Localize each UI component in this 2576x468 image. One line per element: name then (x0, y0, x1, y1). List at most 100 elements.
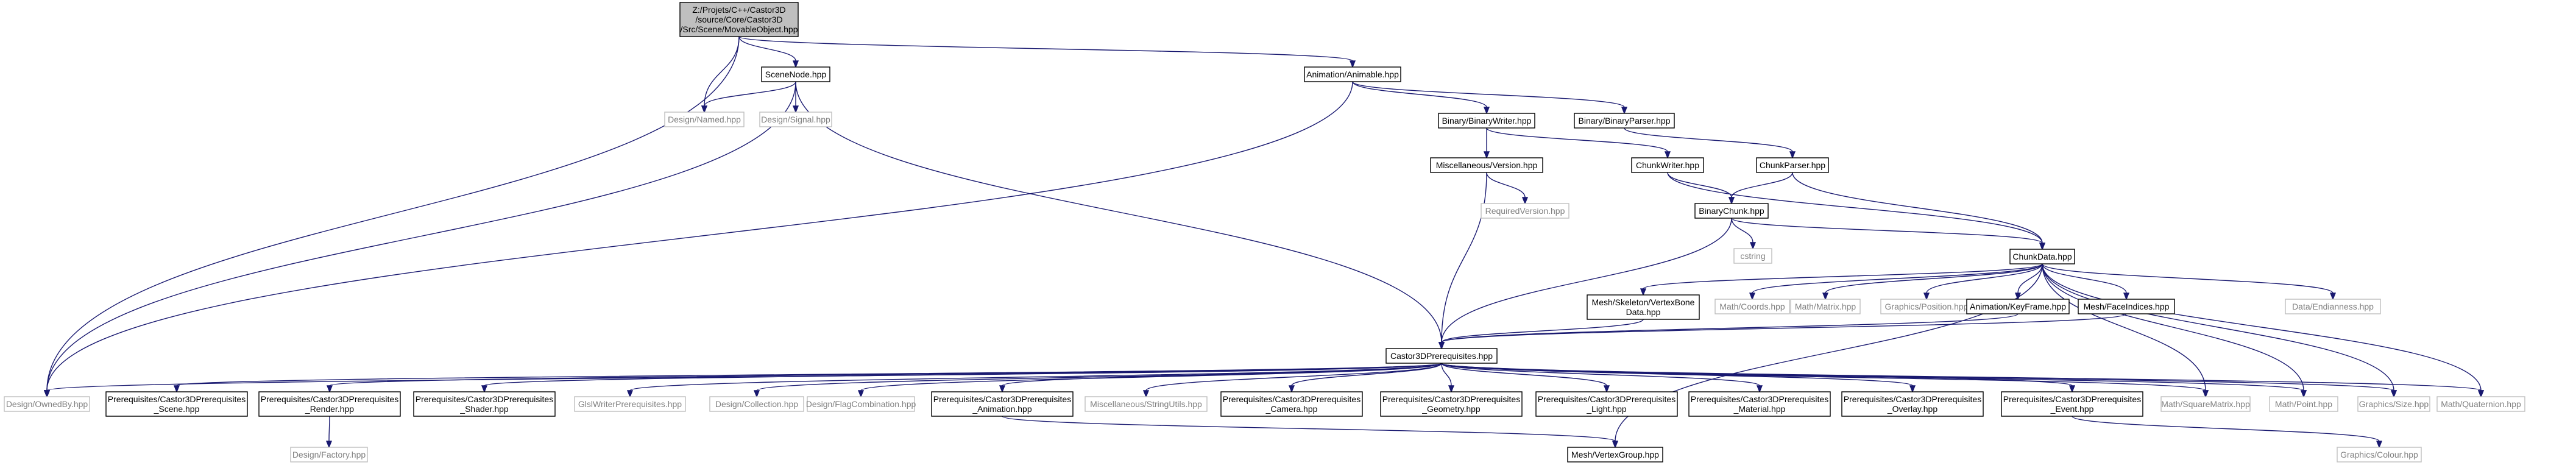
dependency-edge-c3dprereq-to-p_anim (999, 363, 1442, 393)
node-label: Prerequisites/Castor3DPrerequisites (108, 394, 246, 404)
node-label: ChunkData.hpp (2012, 252, 2072, 261)
edge-arrowhead (1640, 288, 1647, 296)
node-keyframe[interactable]: Animation/KeyFrame.hpp (1966, 299, 2070, 314)
node-label: Prerequisites/Castor3DPrerequisites (933, 394, 1071, 404)
edge-line (46, 36, 740, 391)
edge-arrowhead (792, 60, 799, 68)
node-point: Math/Point.hpp (2269, 396, 2338, 412)
node-box (664, 112, 745, 127)
node-box (4, 396, 90, 412)
node-reqversion: RequiredVersion.hpp (1481, 203, 1569, 219)
edge-arrowhead (1923, 292, 1930, 300)
node-p_light[interactable]: Prerequisites/Castor3DPrerequisites_Ligh… (1535, 391, 1678, 417)
edge-arrowhead (2202, 390, 2209, 398)
edge-line (1731, 218, 1753, 243)
edge-arrowhead (1789, 151, 1796, 159)
node-label: _Overlay.hpp (1887, 404, 1937, 414)
dependency-edge-c3dprereq-to-glsl (626, 363, 1442, 398)
edge-line (1441, 363, 1607, 386)
node-p_render[interactable]: Prerequisites/Castor3DPrerequisites_Rend… (258, 391, 401, 417)
node-chunkparser[interactable]: ChunkParser.hpp (1756, 157, 1829, 173)
node-label: Z:/Projets/C++/Castor3D (692, 5, 785, 15)
node-collection: Design/Collection.hpp (709, 396, 804, 412)
node-binchunk[interactable]: BinaryChunk.hpp (1694, 203, 1769, 219)
edge-arrowhead (325, 441, 333, 448)
edges-layer (43, 36, 2485, 448)
node-version[interactable]: Miscellaneous/Version.hpp (1430, 157, 1543, 173)
edge-arrowhead (1612, 441, 1619, 448)
node-p_anim[interactable]: Prerequisites/Castor3DPrerequisites_Anim… (931, 391, 1074, 417)
dependency-edge-chunkdata-to-position (1923, 263, 2043, 300)
node-label: Mesh/VertexGroup.hpp (1571, 450, 1659, 459)
node-label: Graphics/Size.hpp (2359, 399, 2429, 409)
node-p_scene[interactable]: Prerequisites/Castor3DPrerequisites_Scen… (105, 391, 248, 417)
node-vertexgroup[interactable]: Mesh/VertexGroup.hpp (1567, 447, 1663, 463)
node-faceindices[interactable]: Mesh/FaceIndices.hpp (2078, 299, 2175, 314)
edge-arrowhead (1521, 197, 1529, 205)
node-p_event[interactable]: Prerequisites/Castor3DPrerequisites_Even… (2001, 391, 2143, 417)
node-label: Prerequisites/Castor3DPrerequisites (416, 394, 553, 404)
node-p_material[interactable]: Prerequisites/Castor3DPrerequisites_Mate… (1688, 391, 1831, 417)
node-box (2269, 396, 2338, 412)
node-scenenode[interactable]: SceneNode.hpp (761, 66, 830, 82)
node-p_overlay[interactable]: Prerequisites/Castor3DPrerequisites_Over… (1841, 391, 1984, 417)
edge-arrowhead (1756, 385, 1763, 393)
node-label: GlslWriterPrerequisites.hpp (578, 399, 682, 409)
node-p_shader[interactable]: Prerequisites/Castor3DPrerequisites_Shad… (413, 391, 556, 417)
node-label: Math/Matrix.hpp (1795, 302, 1856, 311)
edge-arrowhead (1483, 151, 1490, 159)
node-box (413, 391, 556, 417)
node-label: /source/Core/Castor3D (695, 15, 782, 24)
node-cstring: cstring (1733, 248, 1772, 264)
dependency-edge-chunkparser-to-binchunk (1728, 172, 1793, 205)
node-binwriter[interactable]: Binary/BinaryWriter.hpp (1438, 113, 1535, 129)
node-box (1966, 299, 2070, 314)
node-p_geometry[interactable]: Prerequisites/Castor3DPrerequisites_Geom… (1380, 391, 1523, 417)
edge-arrowhead (1448, 385, 1455, 393)
nodes-layer: Z:/Projets/C++/Castor3D/source/Core/Cast… (4, 2, 2525, 463)
edge-line (2042, 263, 2206, 391)
node-strutils: Miscellaneous/StringUtils.hpp (1085, 396, 1208, 412)
edge-arrowhead (43, 390, 51, 398)
node-root[interactable]: Z:/Projets/C++/Castor3D/source/Core/Cast… (679, 2, 799, 37)
edge-line (1002, 363, 1442, 386)
node-label: Prerequisites/Castor3DPrerequisites (1223, 394, 1361, 404)
node-box (1756, 157, 1829, 173)
edge-line (328, 416, 330, 442)
node-animable[interactable]: Animation/Animable.hpp (1304, 66, 1401, 82)
node-chunkwriter[interactable]: ChunkWriter.hpp (1631, 157, 1704, 173)
dependency-edge-binwriter-to-chunkwriter (1486, 127, 1671, 159)
node-p_camera[interactable]: Prerequisites/Castor3DPrerequisites_Came… (1220, 391, 1363, 417)
node-c3dprereq[interactable]: Castor3DPrerequisites.hpp (1385, 348, 1498, 364)
node-position: Graphics/Position.hpp (1880, 299, 1973, 314)
node-binparser[interactable]: Binary/BinaryParser.hpp (1574, 113, 1675, 129)
edge-arrowhead (792, 105, 799, 113)
edge-line (1731, 218, 2043, 244)
dependency-edge-chunkdata-to-matrix (1822, 263, 2043, 300)
edge-arrowhead (1142, 390, 1150, 398)
node-box (1567, 447, 1663, 463)
node-chunkdata[interactable]: ChunkData.hpp (2009, 249, 2075, 264)
node-box (2337, 447, 2422, 463)
node-label: Math/SquareMatrix.hpp (2161, 399, 2250, 409)
edge-arrowhead (1909, 385, 1916, 393)
node-label: _Light.hpp (1586, 404, 1627, 414)
node-box (1385, 348, 1498, 364)
edge-line (1441, 319, 1644, 343)
node-size: Graphics/Size.hpp (2357, 396, 2430, 412)
edge-arrowhead (1749, 292, 1756, 300)
node-label: Graphics/Colour.hpp (2340, 450, 2418, 459)
node-box (1880, 299, 1973, 314)
edge-line (2042, 263, 2304, 391)
node-box (2009, 249, 2075, 264)
edge-line (1624, 127, 1793, 152)
edge-line (2042, 263, 2394, 391)
node-label: Binary/BinaryParser.hpp (1579, 116, 1671, 126)
node-box (807, 396, 915, 412)
node-named: Design/Named.hpp (664, 112, 745, 127)
node-box (2001, 391, 2143, 417)
dependency-edge-c3dprereq-to-p_camera (1288, 363, 1442, 393)
node-label: Design/Factory.hpp (292, 450, 366, 459)
node-colour: Graphics/Colour.hpp (2337, 447, 2422, 463)
